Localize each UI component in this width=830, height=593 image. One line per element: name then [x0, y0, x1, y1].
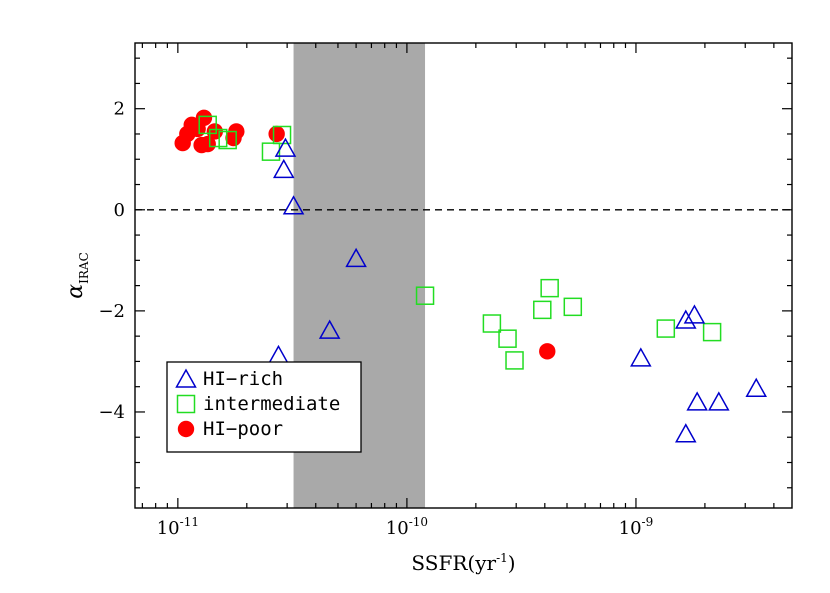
- square-point: [533, 300, 552, 320]
- y-tick-label: 2: [114, 99, 125, 120]
- triangle-point: [282, 195, 305, 215]
- series-triangle: [267, 137, 768, 443]
- triangle-point: [674, 309, 697, 329]
- square-point: [563, 297, 583, 317]
- legend-marker-square: [176, 394, 196, 414]
- circle-point: [539, 343, 556, 360]
- square-point: [415, 286, 435, 305]
- legend-label: HI−poor: [203, 418, 283, 440]
- x-tick-label: 10-9: [619, 515, 654, 539]
- square-point: [261, 142, 281, 161]
- y-tick-label: −4: [98, 402, 125, 423]
- triangle-point: [345, 247, 367, 268]
- square-point: [702, 322, 722, 342]
- series-square: [198, 115, 722, 370]
- y-tick-label: −2: [98, 301, 125, 322]
- legend-label: HI−rich: [203, 368, 283, 390]
- x-axis-title: SSFR(yr-1): [411, 551, 515, 575]
- legend-marker-triangle: [175, 368, 197, 388]
- square-point: [498, 329, 517, 348]
- legend-label: intermediate: [203, 393, 340, 415]
- square-point: [540, 278, 559, 298]
- triangle-point: [686, 391, 708, 411]
- legend-marker-circle: [177, 420, 195, 438]
- triangle-point: [674, 423, 697, 443]
- y-tick-label: 0: [114, 200, 125, 221]
- triangle-point: [683, 304, 706, 324]
- triangle-point: [708, 391, 730, 411]
- square-point: [208, 128, 228, 148]
- circle-point: [268, 125, 285, 143]
- triangle-point: [318, 319, 341, 339]
- triangle-point: [630, 347, 652, 367]
- triangle-point: [274, 137, 297, 157]
- circle-point: [199, 135, 216, 153]
- x-tick-label: 10-11: [157, 515, 199, 539]
- square-point: [198, 115, 217, 135]
- square-point: [218, 130, 237, 150]
- y-axis-title: αIRAC: [63, 252, 91, 298]
- triangle-point: [272, 158, 295, 179]
- square-point: [272, 125, 292, 145]
- circle-point: [195, 109, 213, 127]
- square-point: [482, 314, 502, 333]
- square-point: [505, 351, 524, 370]
- legend-box: [166, 361, 362, 453]
- square-point: [656, 319, 676, 338]
- triangle-point: [745, 377, 768, 397]
- plot-frame: [134, 42, 793, 509]
- x-tick-label: 10-10: [386, 515, 428, 539]
